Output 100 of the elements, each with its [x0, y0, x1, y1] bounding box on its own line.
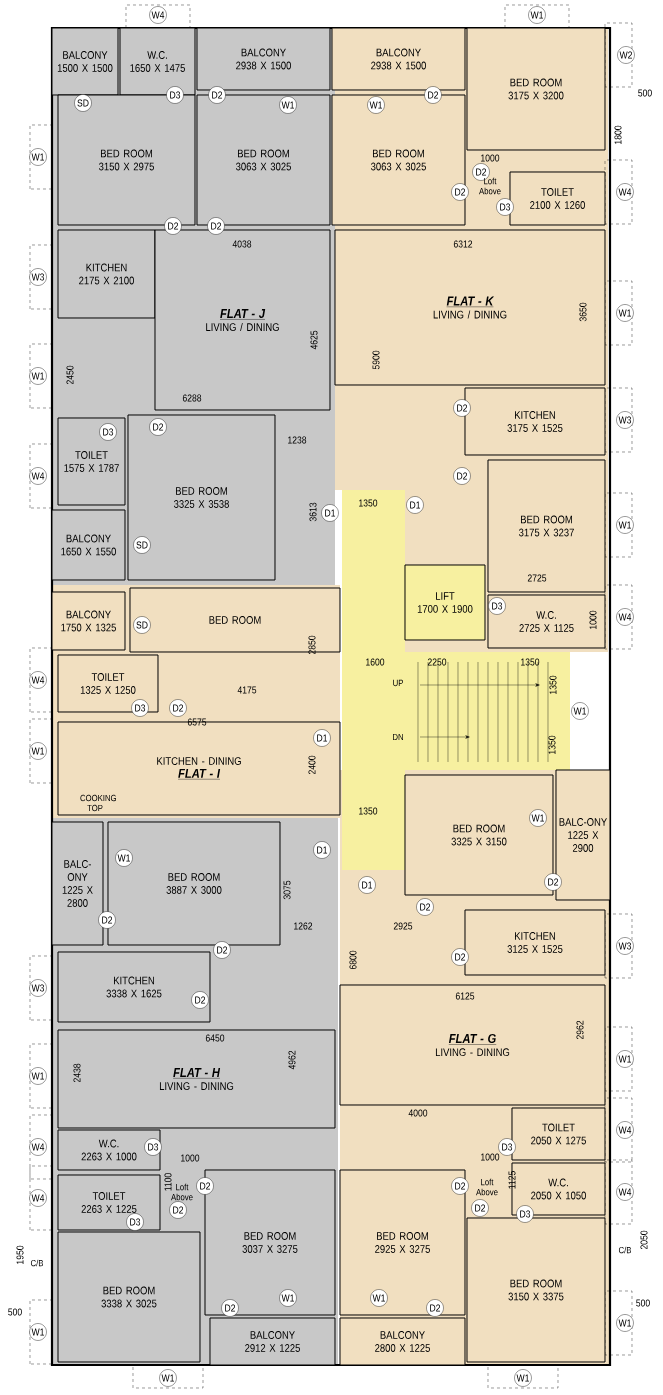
window-tag: W1: [616, 1050, 634, 1068]
window-tag: W4: [29, 1138, 47, 1156]
dimension-text: 6450: [205, 1034, 225, 1042]
door-tag: D2: [544, 873, 562, 891]
door-tag: SD: [133, 616, 151, 634]
window-tag: W4: [616, 1121, 634, 1139]
dimension-text: 1950: [16, 1245, 24, 1264]
window-tag: W4: [29, 467, 47, 485]
door-tag: SD: [74, 94, 92, 112]
window-tag: W3: [616, 411, 634, 429]
dimension-text: 1238: [288, 436, 307, 444]
door-tag: D2: [426, 1299, 444, 1317]
dimension-text: 6125: [455, 992, 475, 1000]
dimension-text: 1350: [359, 807, 378, 815]
note-text: Loft Above: [171, 1183, 193, 1201]
dimension-text: 1350: [521, 658, 540, 666]
dimension-text: 6288: [182, 394, 202, 402]
dimension-text: 1800: [614, 125, 622, 144]
door-tag: D1: [358, 876, 376, 894]
door-tag: D2: [149, 418, 167, 436]
window-tag: W4: [616, 1183, 634, 1201]
door-tag: D2: [451, 183, 469, 201]
room-box: BALCONY 2938 X 1500: [331, 27, 466, 91]
window-tag: W1: [616, 304, 634, 322]
window-tag: W1: [115, 849, 133, 867]
dimension-text: 2850: [308, 635, 316, 655]
window-tag: W3: [29, 268, 47, 286]
lift-box: LIFT 1700 X 1900: [404, 564, 486, 641]
room-box: BALCONY 1500 X 1500: [51, 27, 119, 96]
window-tag: W1: [29, 367, 47, 385]
window-tag: W1: [159, 1369, 177, 1387]
window-tag: W1: [279, 96, 297, 114]
dimension-text: 1000: [589, 610, 597, 629]
dimension-text: 1350: [548, 735, 556, 754]
room-box: TOILET 2050 X 1275: [511, 1107, 606, 1161]
door-tag: D3: [131, 699, 149, 717]
dimension-text: 500: [636, 1299, 650, 1307]
dimension-text: 2962: [576, 1020, 584, 1040]
window-tag: W1: [514, 1369, 532, 1387]
dimension-text: 1125: [508, 1171, 516, 1189]
dimension-text: 1600: [366, 658, 385, 666]
window-tag: W4: [29, 671, 47, 689]
dimension-text: 2438: [73, 1063, 81, 1083]
dimension-text: 2450: [66, 365, 74, 385]
door-tag: D2: [453, 399, 471, 417]
dimension-text: 2250: [427, 658, 447, 666]
door-tag: D2: [416, 898, 434, 916]
dimension-text: 4175: [237, 686, 257, 694]
window-tag: W4: [29, 1189, 47, 1207]
dimension-text: 1350: [359, 499, 378, 507]
door-tag: D2: [453, 467, 471, 485]
dimension-text: 4038: [232, 240, 252, 248]
dimension-text: 2400: [308, 755, 316, 775]
dimension-text: 4962: [288, 1050, 296, 1070]
window-tag: W1: [616, 1314, 634, 1332]
window-tag: W1: [571, 702, 589, 720]
note-text: C/B: [618, 1246, 632, 1254]
room-box: TOILET 2100 X 1260: [509, 171, 606, 226]
window-tag: W1: [528, 6, 546, 24]
room-box: BALCONY 2938 X 1500: [196, 27, 331, 91]
dimension-text: 2925: [393, 922, 413, 930]
door-tag: D2: [191, 991, 209, 1009]
dimension-text: 6312: [453, 240, 473, 248]
dimension-text: 1000: [481, 154, 500, 162]
dimension-text: 6800: [349, 950, 357, 970]
room-box: BALCONY 2912 X 1225: [209, 1317, 336, 1366]
note-text: UP: [393, 679, 403, 687]
window-tag: W4: [616, 183, 634, 201]
door-tag: D2: [196, 1177, 214, 1195]
room-box: KITCHEN 2175 X 2100: [57, 229, 156, 319]
window-tag: W1: [367, 96, 385, 114]
dimension-text: 500: [638, 89, 652, 97]
dimension-text: 1350: [549, 675, 557, 694]
door-tag: D1: [313, 841, 331, 859]
door-tag: D1: [406, 496, 424, 514]
window-tag: W1: [29, 1323, 47, 1341]
window-tag: W1: [29, 1067, 47, 1085]
note-text: Loft Above: [476, 1178, 498, 1196]
room-box: BALCONY 1750 X 1325: [51, 591, 126, 651]
window-tag: W1: [529, 809, 547, 827]
door-tag: D2: [169, 699, 187, 717]
door-tag: D2: [164, 217, 182, 235]
door-tag: D3: [99, 423, 117, 441]
door-tag: D3: [144, 1138, 162, 1156]
door-tag: D2: [169, 1201, 187, 1219]
window-tag: W2: [617, 46, 635, 64]
door-tag: D1: [321, 504, 339, 522]
door-tag: D2: [221, 1299, 239, 1317]
door-tag: D2: [471, 1199, 489, 1217]
dimension-text: 500: [8, 1308, 22, 1316]
dimension-text: 1100: [164, 1173, 172, 1191]
door-tag: D3: [166, 86, 184, 104]
door-tag: D1: [313, 729, 331, 747]
note-text: COOKING TOP: [80, 794, 116, 812]
window-tag: W1: [370, 1289, 388, 1307]
dimension-text: 2725: [527, 574, 547, 582]
door-tag: D2: [424, 86, 442, 104]
note-text: C/B: [30, 1259, 44, 1267]
door-tag: D3: [516, 1205, 534, 1223]
dimension-text: 5900: [372, 350, 380, 370]
